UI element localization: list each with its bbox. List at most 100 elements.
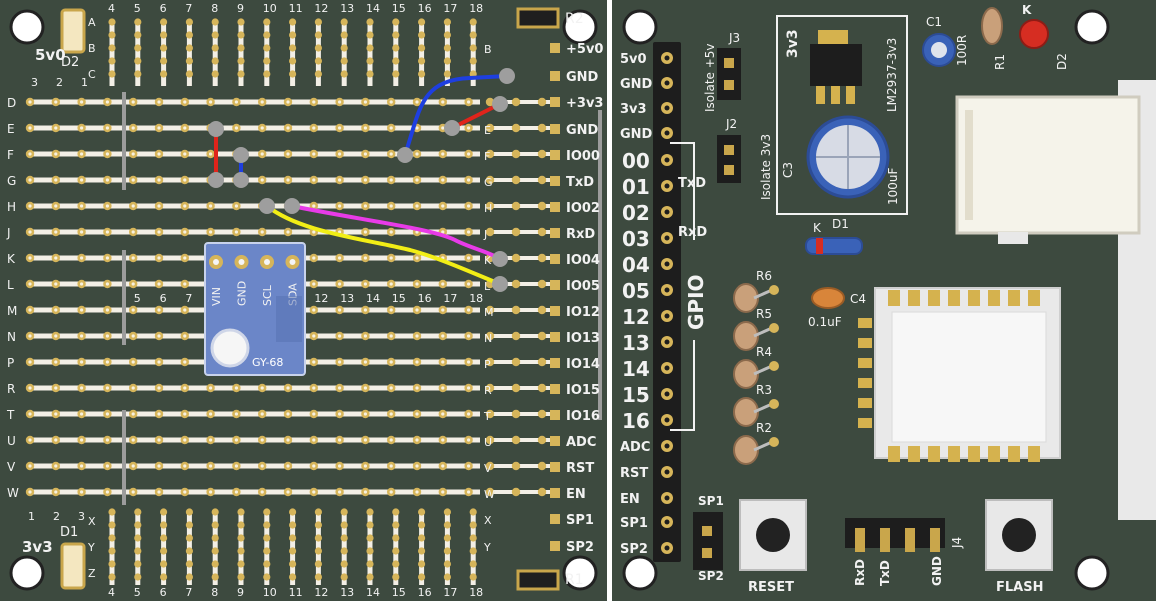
pad bbox=[537, 227, 547, 237]
pad-hole bbox=[363, 464, 367, 468]
resistor-pad bbox=[769, 285, 779, 295]
pad bbox=[340, 44, 348, 52]
pad bbox=[185, 18, 193, 26]
resistor-label: R4 bbox=[756, 345, 772, 359]
pad-hole bbox=[54, 230, 58, 234]
signal-label: IO00 bbox=[566, 149, 600, 164]
pad-hole bbox=[363, 204, 367, 208]
pad-hole bbox=[441, 438, 445, 442]
pad-hole bbox=[467, 282, 471, 286]
pad bbox=[537, 331, 547, 341]
pad bbox=[237, 70, 245, 78]
row-letter: P bbox=[7, 356, 14, 370]
pad-hole bbox=[209, 464, 213, 468]
pad-hole bbox=[363, 282, 367, 286]
pad bbox=[134, 521, 142, 529]
wire-end bbox=[492, 96, 508, 112]
pad bbox=[160, 57, 168, 65]
pad-hole bbox=[131, 204, 135, 208]
pad-hole bbox=[105, 178, 109, 182]
pad-hole bbox=[415, 412, 419, 416]
pad-hole bbox=[338, 464, 342, 468]
pad bbox=[263, 70, 271, 78]
pad bbox=[511, 201, 521, 211]
pad bbox=[289, 534, 297, 542]
pad-hole bbox=[234, 386, 238, 390]
pad bbox=[443, 70, 451, 78]
wire-end bbox=[492, 276, 508, 292]
pad-hole bbox=[28, 256, 32, 260]
j4-pin bbox=[855, 528, 865, 552]
esp-pin bbox=[968, 446, 980, 462]
reset-button-cap[interactable] bbox=[756, 518, 790, 552]
pad bbox=[160, 521, 168, 529]
pad bbox=[443, 534, 451, 542]
row-letter: J bbox=[6, 226, 11, 240]
signal-label: IO14 bbox=[566, 357, 600, 372]
column-label-mid: 12 bbox=[314, 292, 328, 305]
column-label-top: 13 bbox=[340, 2, 354, 15]
row-letter: H bbox=[7, 200, 16, 214]
signal-row-letter: J bbox=[483, 228, 487, 241]
pad-hole bbox=[363, 438, 367, 442]
pad-hole bbox=[183, 412, 187, 416]
pad-hole bbox=[441, 386, 445, 390]
pad-hole bbox=[441, 282, 445, 286]
pad-hole bbox=[28, 204, 32, 208]
pad bbox=[134, 70, 142, 78]
pad bbox=[511, 97, 521, 107]
pad-hole bbox=[415, 464, 419, 468]
signal-label: IO16 bbox=[566, 409, 600, 424]
r1-resistor bbox=[981, 7, 1003, 45]
header-label: 14 bbox=[622, 357, 650, 381]
signal-label: +3v3 bbox=[566, 96, 603, 111]
c4-value: 0.1uF bbox=[808, 315, 842, 329]
pad-hole bbox=[312, 204, 316, 208]
pad-hole bbox=[28, 334, 32, 338]
pad-hole bbox=[80, 308, 84, 312]
pad bbox=[211, 560, 219, 568]
pad-hole bbox=[389, 100, 393, 104]
pad-hole bbox=[234, 412, 238, 416]
flash-button-cap[interactable] bbox=[1002, 518, 1036, 552]
gpio-header: 5v0GND3v3GND0001020304051213141516ADCRST… bbox=[620, 42, 681, 562]
column-label-top: 9 bbox=[237, 2, 244, 15]
pad-hole bbox=[209, 386, 213, 390]
signal-pad bbox=[550, 202, 560, 212]
pad bbox=[160, 70, 168, 78]
header-pin-hole bbox=[664, 287, 670, 293]
signal-pad bbox=[550, 254, 560, 264]
left-number-bottom: 1 bbox=[28, 510, 35, 523]
pad-hole bbox=[234, 204, 238, 208]
pad-hole bbox=[415, 438, 419, 442]
pad-hole bbox=[467, 464, 471, 468]
pad-hole bbox=[389, 178, 393, 182]
header-pin-hole bbox=[664, 55, 670, 61]
pad-hole bbox=[467, 152, 471, 156]
pad bbox=[537, 123, 547, 133]
pad-hole bbox=[105, 438, 109, 442]
pad bbox=[469, 18, 477, 26]
j2-text: Isolate 3v3 bbox=[759, 134, 773, 200]
pad-hole bbox=[286, 412, 290, 416]
header-pin-hole bbox=[664, 443, 670, 449]
wire-end bbox=[233, 147, 249, 163]
signal-pad bbox=[550, 124, 560, 134]
pad-hole bbox=[312, 490, 316, 494]
header-pin-hole bbox=[664, 105, 670, 111]
j3-header bbox=[717, 48, 741, 100]
pad bbox=[108, 70, 116, 78]
reset-label: RESET bbox=[748, 580, 794, 595]
wire-end bbox=[492, 251, 508, 267]
row-letter: K bbox=[7, 252, 16, 266]
pad-hole bbox=[234, 100, 238, 104]
pad-hole bbox=[28, 152, 32, 156]
pad bbox=[134, 534, 142, 542]
signal-row-letter: Y bbox=[483, 541, 491, 554]
pad bbox=[237, 44, 245, 52]
pad-hole bbox=[28, 126, 32, 130]
k-d1-label: K bbox=[813, 221, 822, 235]
sp2-label: SP2 bbox=[698, 569, 724, 583]
pad bbox=[289, 547, 297, 555]
pad-hole bbox=[105, 464, 109, 468]
